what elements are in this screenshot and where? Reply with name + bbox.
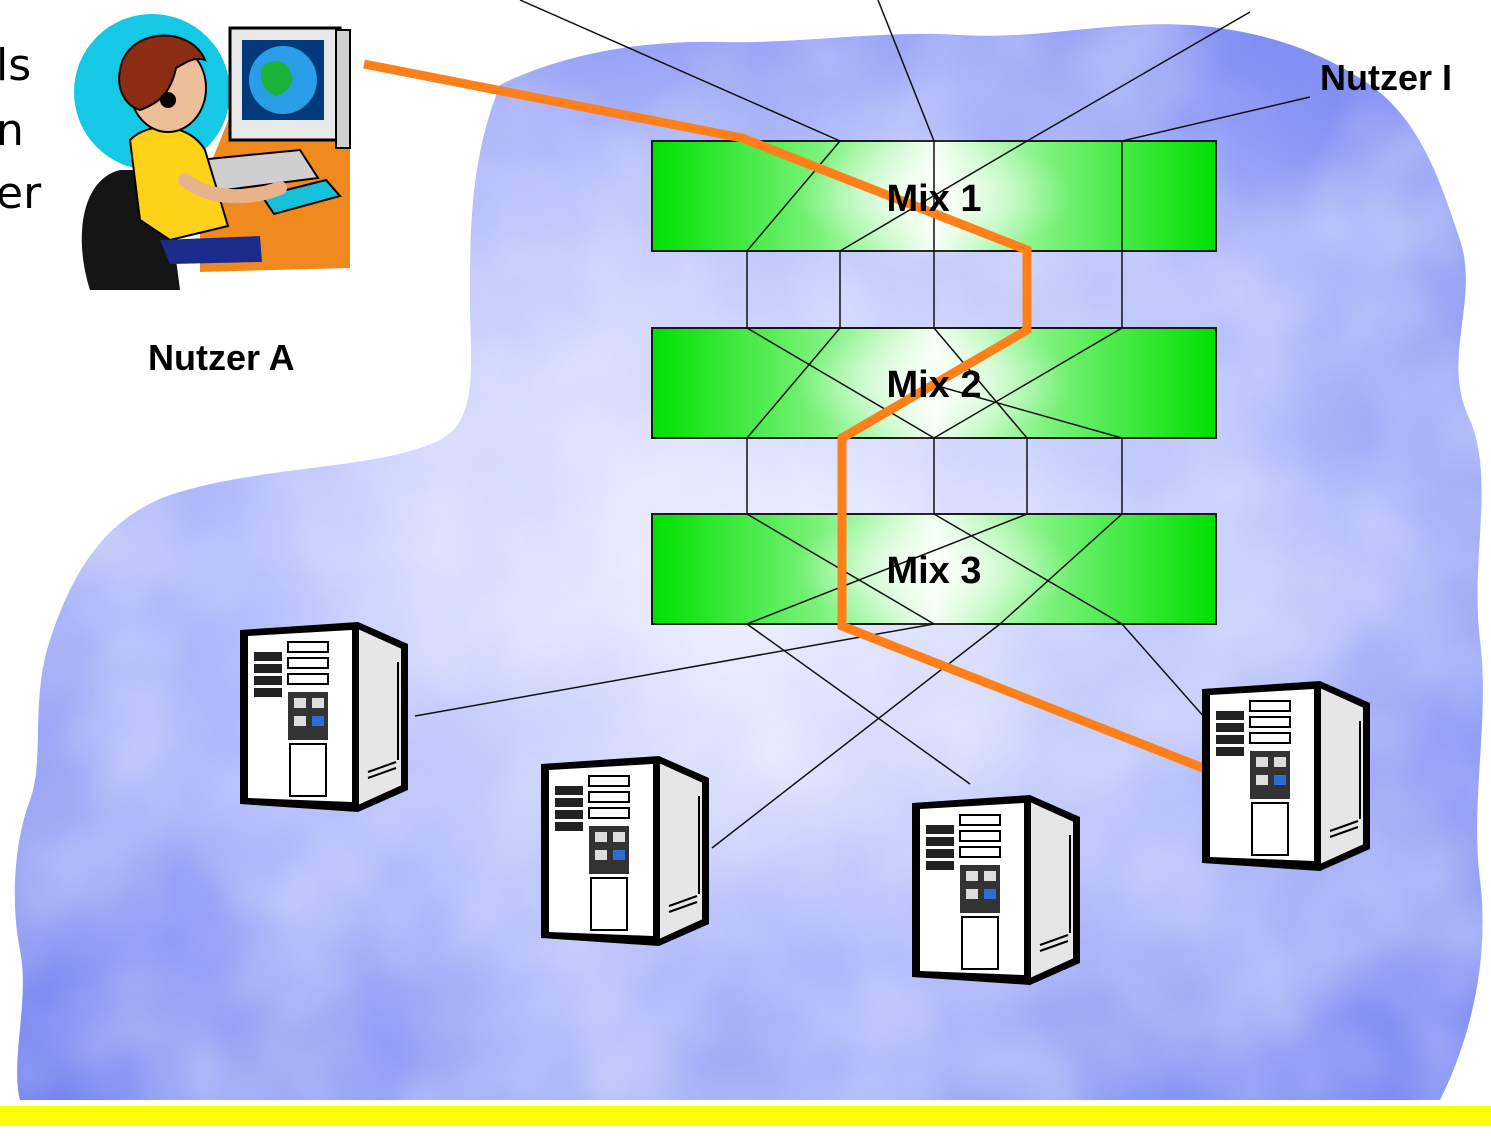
server-tower-icon bbox=[1201, 680, 1371, 872]
side-text-line-2: n bbox=[0, 105, 24, 156]
bottom-bar bbox=[0, 1106, 1491, 1126]
mix-label-2: Mix 2 bbox=[886, 364, 981, 406]
user-at-computer-icon bbox=[74, 14, 351, 290]
anonymous-route-path bbox=[363, 59, 1205, 773]
user-b-label: Nutzer I bbox=[1320, 57, 1452, 98]
user-a-label: Nutzer A bbox=[148, 337, 295, 378]
mix-box-3 bbox=[651, 509, 1217, 629]
mix-label-3: Mix 3 bbox=[886, 550, 981, 592]
server-tower-icon bbox=[911, 794, 1081, 986]
connection-lines bbox=[414, 0, 1311, 849]
server-tower-icon bbox=[239, 621, 409, 813]
side-text-line-1: ls bbox=[0, 40, 32, 91]
server-tower-icon bbox=[540, 755, 710, 947]
mix-label-1: Mix 1 bbox=[886, 178, 981, 220]
side-text-line-3: er bbox=[0, 168, 42, 219]
